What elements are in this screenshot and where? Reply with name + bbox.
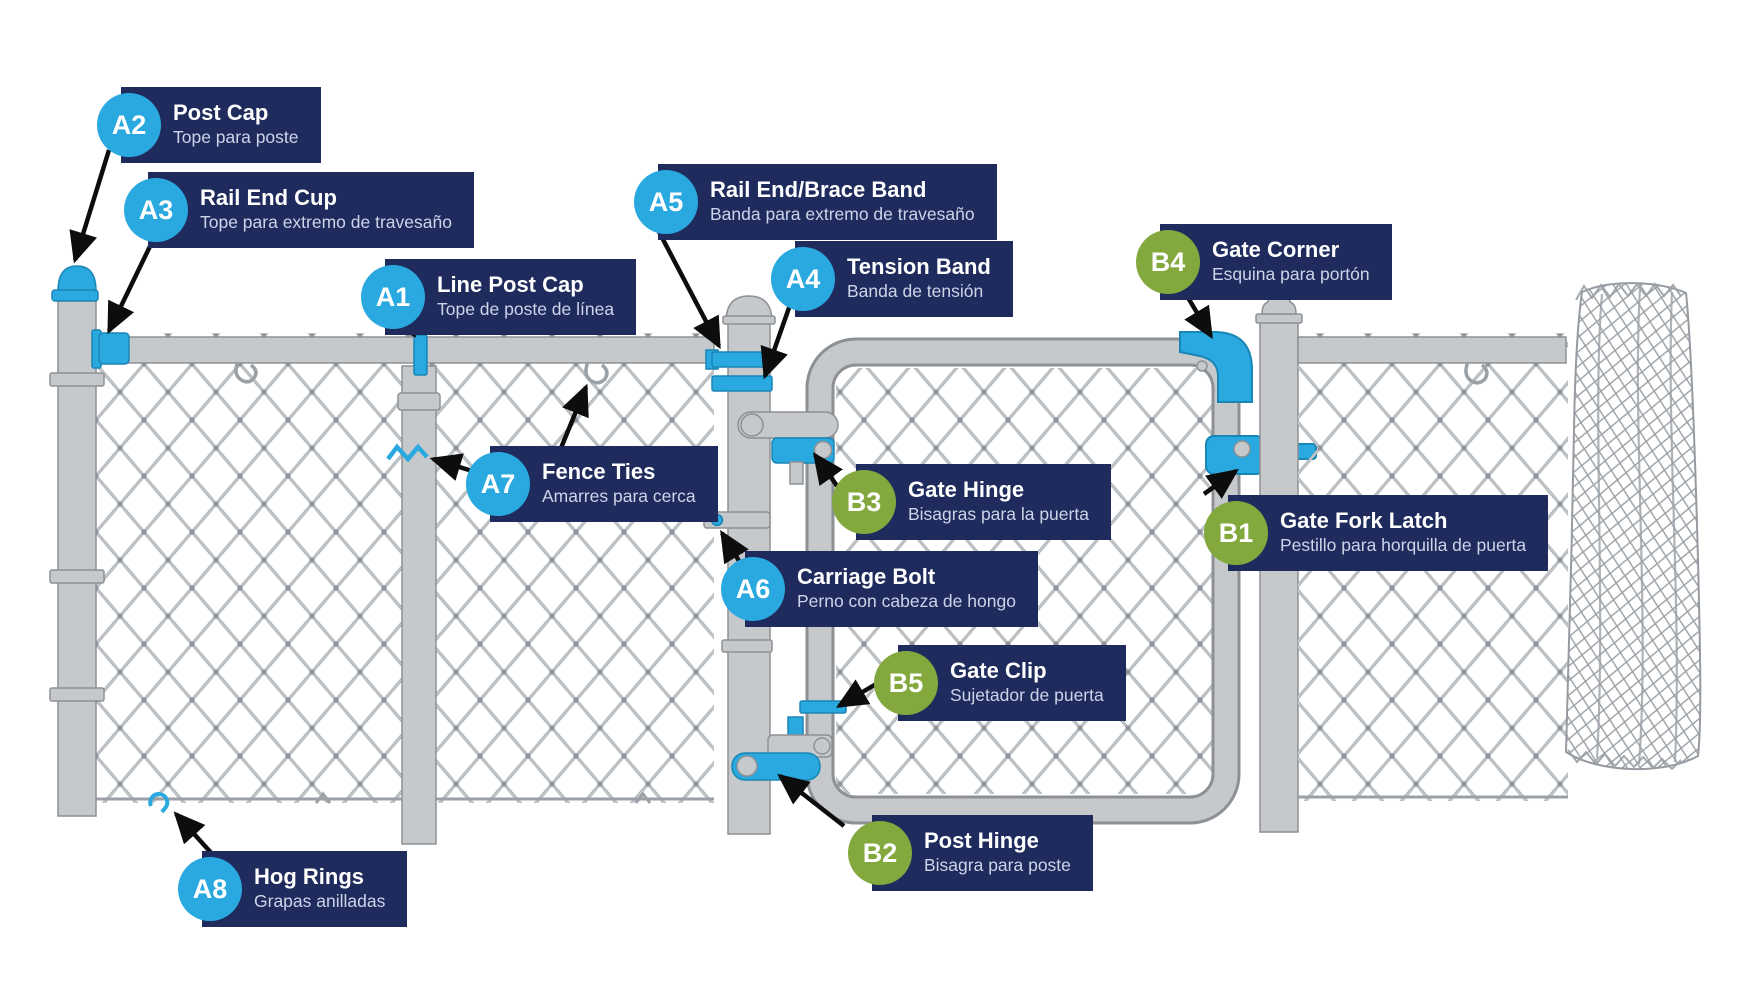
callout-a8-arrow [173,811,216,858]
fabric-roll [1564,282,1702,771]
callout-a4: A4 Tension Band Banda de tensión [771,241,1013,317]
top-rail-right [1297,336,1567,364]
callout-a8-title: Hog Rings [254,863,364,889]
callout-b4-subtitle: Esquina para portón [1212,264,1370,285]
post-cap-graphic [51,265,99,302]
wire-twist [634,791,652,804]
fence-tie-on-rail [1464,361,1489,385]
callout-a6: A6 Carriage Bolt Perno con cabeza de hon… [721,551,1038,627]
callout-b1-subtitle: Pestillo para horquilla de puerta [1280,535,1527,556]
callout-a5-title: Rail End/Brace Band [710,176,927,202]
callout-b5-title: Gate Clip [950,657,1047,683]
callout-a2-subtitle: Tope para poste [173,127,299,148]
callout-a5-subtitle: Banda para extremo de travesaño [710,204,975,225]
callout-a5: A5 Rail End/Brace Band Banda para extrem… [634,164,997,240]
callout-a6-subtitle: Perno con cabeza de hongo [797,591,1016,612]
callout-a3-subtitle: Tope para extremo de travesaño [200,212,452,233]
callout-a2: A2 Post Cap Tope para poste [97,87,321,163]
wire-twist [314,791,332,804]
callout-a1-subtitle: Tope de poste de línea [437,299,615,320]
post-band [721,639,773,653]
line-post-cap-graphic [413,334,428,376]
callout-a7-subtitle: Amarres para cerca [542,486,696,507]
callout-a2-title: Post Cap [173,99,269,125]
callout-b5-badge: B5 [874,651,938,715]
callout-a7-arrow-rail [558,383,589,449]
top-rail-left [93,336,715,364]
rail-end-cup-graphic [91,329,130,369]
callout-a3: A3 Rail End Cup Tope para extremo de tra… [124,172,474,248]
fence-tie-on-rail [584,361,609,385]
callout-b3-title: Gate Hinge [908,476,1025,502]
terminal-post [49,265,130,817]
callout-b2-badge: B2 [848,821,912,885]
callout-b2-title: Post Hinge [924,827,1039,853]
callout-b2-arrow [777,773,846,828]
callout-a1: A1 Line Post Cap Tope de poste de línea [361,259,637,335]
line-post [386,334,441,845]
callout-b4-badge: B4 [1136,230,1200,294]
callout-b4-title: Gate Corner [1212,236,1340,262]
tension-band-graphic [711,375,773,392]
callout-b2: B2 Post Hinge Bisagra para poste [848,815,1093,891]
callout-b5-arrow [835,679,878,708]
callout-a7-badge: A7 [466,452,530,516]
post-band [49,372,105,387]
callout-b2-subtitle: Bisagra para poste [924,855,1071,876]
post-band [49,569,105,584]
callout-a6-title: Carriage Bolt [797,563,936,589]
callout-a8-subtitle: Grapas anilladas [254,891,386,912]
callout-a5-arrow [655,226,721,350]
callout-b3: B3 Gate Hinge Bisagras para la puerta [832,464,1111,540]
callout-a3-badge: A3 [124,178,188,242]
callout-b1-badge: B1 [1204,501,1268,565]
callout-b1: B1 Gate Fork Latch Pestillo para horquil… [1204,495,1549,571]
callout-b4: B4 Gate Corner Esquina para portón [1136,224,1392,300]
callout-b1-arrow [1202,468,1239,499]
hog-ring-graphic [148,792,170,814]
callout-a3-arrow [106,237,157,335]
callout-a8: A8 Hog Rings Grapas anilladas [178,851,408,927]
callout-b1-title: Gate Fork Latch [1280,507,1448,533]
callout-b5: B5 Gate Clip Sujetador de puerta [874,645,1126,721]
gate-clip-graphic [799,700,847,714]
fence-tie-on-rail [234,361,258,384]
gate-corner-graphic [1179,331,1253,403]
callout-a4-arrow [760,304,793,380]
callout-a8-badge: A8 [178,857,242,921]
rail-end-brace-band-graphic [711,351,773,368]
post-band [49,687,105,702]
callout-a6-badge: A6 [721,557,785,621]
callout-a7-title: Fence Ties [542,458,656,484]
callout-a1-title: Line Post Cap [437,271,584,297]
callout-a1-badge: A1 [361,265,425,329]
callout-a2-arrow [69,149,112,264]
callout-b3-badge: B3 [832,470,896,534]
callout-a4-badge: A4 [771,247,835,311]
callout-a7: A7 Fence Ties Amarres para cerca [466,446,718,522]
callout-a4-subtitle: Banda de tensión [847,281,984,302]
callout-a2-badge: A2 [97,93,161,157]
fence-tie-on-post [386,443,429,463]
callout-b5-subtitle: Sujetador de puerta [950,685,1104,706]
callout-a5-badge: A5 [634,170,698,234]
callout-a3-title: Rail End Cup [200,184,337,210]
callout-b3-subtitle: Bisagras para la puerta [908,504,1089,525]
post-hinge-graphic [731,716,833,781]
callout-a4-title: Tension Band [847,253,991,279]
post-coupling [397,392,441,411]
